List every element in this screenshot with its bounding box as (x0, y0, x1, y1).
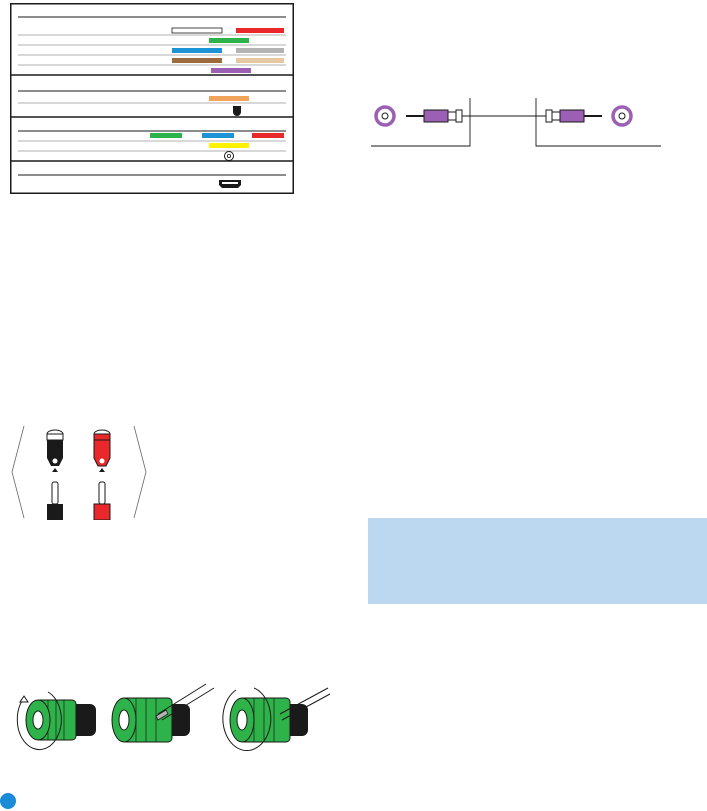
color-code-table (10, 3, 294, 194)
banana-plug-icon (11, 425, 147, 520)
swatch-tan (236, 58, 284, 63)
swatch-yellow (209, 143, 249, 148)
right-jack-icon (611, 105, 633, 127)
swatch-gray (236, 48, 284, 53)
banana-plug-diagram (10, 424, 158, 520)
swatch-blue-2 (202, 133, 234, 138)
binding-post-step-1 (16, 691, 96, 751)
swatch-green-2 (150, 133, 182, 138)
left-plug-icon (406, 109, 463, 123)
rca-cable-icon (371, 98, 661, 147)
page-marker-dot (0, 793, 16, 809)
swatch-brown (172, 58, 222, 63)
right-plug-icon (545, 109, 602, 123)
swatch-white (171, 27, 223, 34)
rca-cable-diagram (366, 96, 666, 152)
black-plug-icon (47, 481, 63, 520)
color-code-table-graphic (10, 3, 294, 194)
black-terminal-icon (46, 429, 64, 472)
binding-post-steps (10, 680, 332, 766)
swatch-blue (172, 48, 222, 53)
binding-post-step-2 (111, 683, 215, 743)
binding-post-icon (16, 683, 331, 751)
hdmi-port-icon (219, 180, 241, 188)
rotate-arrow-icon (16, 691, 62, 751)
note-box (368, 518, 707, 604)
tighten-arrow-icon (222, 687, 272, 751)
rca-jack-icon (224, 151, 234, 161)
speaker-wire-icon (155, 683, 215, 721)
left-jack-icon (374, 105, 396, 127)
swatch-red-2 (252, 133, 284, 138)
binding-post-step-3 (222, 687, 331, 751)
swatch-red (236, 28, 284, 33)
red-terminal-icon (93, 429, 111, 472)
swatch-orange (209, 96, 249, 101)
swatch-green (209, 38, 249, 43)
optical-port-icon (233, 106, 241, 116)
swatch-purple (211, 68, 251, 73)
red-plug-icon (93, 481, 111, 520)
